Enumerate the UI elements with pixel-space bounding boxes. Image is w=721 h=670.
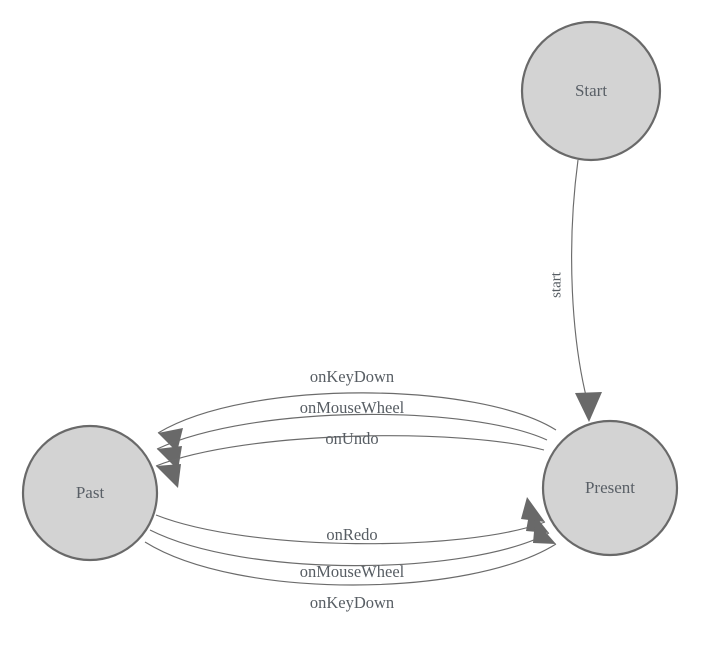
node-label-start: Start xyxy=(575,81,607,100)
edge-onmousewheel-redo[interactable] xyxy=(149,509,550,567)
edge-path xyxy=(144,541,557,586)
edge-label-onundo: onUndo xyxy=(325,429,378,448)
arrow-head xyxy=(521,497,545,522)
node-present[interactable]: Present xyxy=(541,419,679,557)
edge-path xyxy=(571,159,588,401)
edge-path xyxy=(157,392,557,434)
node-shape xyxy=(541,419,679,557)
node-shape xyxy=(21,424,159,562)
edge-onmousewheel-undo[interactable] xyxy=(156,413,548,470)
edge-start[interactable] xyxy=(571,159,602,422)
node-label-past: Past xyxy=(76,483,105,502)
node-start[interactable]: Start xyxy=(520,20,662,162)
edge-onkeydown-undo[interactable] xyxy=(157,392,557,452)
edge-label-start: start xyxy=(548,271,564,298)
node-past[interactable]: Past xyxy=(21,424,159,562)
edge-onundo-undo[interactable] xyxy=(155,435,545,488)
edge-label-onkeydown-undo: onKeyDown xyxy=(310,367,394,386)
node-shape xyxy=(520,20,662,162)
arrow-head xyxy=(533,520,556,544)
edge-path xyxy=(155,435,545,467)
arrow-head xyxy=(157,446,182,470)
edge-label-onredo: onRedo xyxy=(326,525,377,544)
arrow-head xyxy=(158,428,183,452)
node-label-present: Present xyxy=(585,478,635,497)
edge-label-onmousewheel-redo: onMouseWheel xyxy=(300,562,405,581)
arrow-head xyxy=(526,509,549,533)
edge-label-group: start onKeyDown onMouseWheel onUndo onRe… xyxy=(300,271,565,612)
edge-onredo-redo[interactable] xyxy=(155,497,546,545)
edge-label-onkeydown-redo: onKeyDown xyxy=(310,593,394,612)
arrow-head xyxy=(156,464,181,488)
edge-label-onmousewheel-undo: onMouseWheel xyxy=(300,398,405,417)
arrow-head xyxy=(575,392,602,422)
edge-group-present-to-past xyxy=(155,392,557,488)
edge-onkeydown-redo[interactable] xyxy=(144,520,557,586)
edge-path xyxy=(149,529,550,567)
edge-group-past-to-present xyxy=(144,497,557,586)
edge-path xyxy=(156,413,548,450)
edge-path xyxy=(155,514,546,545)
